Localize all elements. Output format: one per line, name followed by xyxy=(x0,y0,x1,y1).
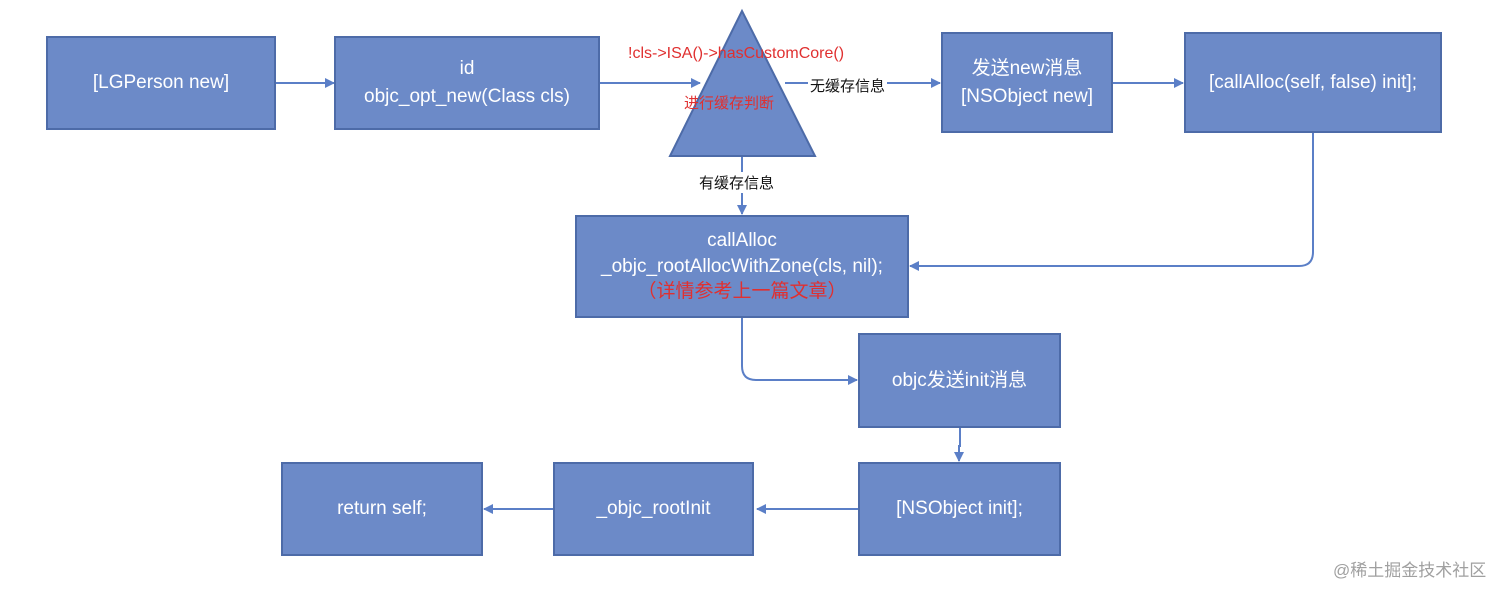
objc-opt-new-return-type: id xyxy=(459,58,475,80)
objc-opt-new-signature: objc_opt_new(Class cls) xyxy=(364,86,570,107)
objc-send-init-box: objc发送init消息 xyxy=(858,333,1061,428)
return-self-text: return self; xyxy=(337,498,427,520)
send-new-message-text: 发送new消息 xyxy=(971,57,1083,79)
return-self-box: return self; xyxy=(281,462,483,556)
objc-send-init-text: objc发送init消息 xyxy=(891,369,1028,391)
decision-condition-label: !cls->ISA()->hasCustomCore() xyxy=(628,45,845,62)
callalloc-init-text: [callAlloc(self, false) init]; xyxy=(1208,71,1417,93)
has-cache-label: 有缓存信息 xyxy=(697,172,777,193)
decision-cache-check-label: 进行缓存判断 xyxy=(684,95,775,112)
callalloc-box: callAlloc _objc_rootAllocWithZone(cls, n… xyxy=(575,215,909,318)
objc-rootinit-text: _objc_rootInit xyxy=(596,498,711,520)
objc-opt-new-box: id objc_opt_new(Class cls) xyxy=(334,36,600,130)
lgperson-new-text: [LGPerson new] xyxy=(92,72,230,94)
nsobject-new-text: [NSObject new] xyxy=(961,85,1093,107)
callalloc-note: （详情参考上一篇文章） xyxy=(637,281,847,303)
decision-triangle xyxy=(668,8,817,157)
callalloc-title: callAlloc xyxy=(707,230,777,252)
nsobject-new-box: 发送new消息 [NSObject new] xyxy=(941,32,1113,133)
callalloc-init-box: [callAlloc(self, false) init]; xyxy=(1184,32,1442,133)
nsobject-init-box: [NSObject init]; xyxy=(858,462,1061,556)
watermark: @稀土掘金技术社区 xyxy=(1333,561,1487,580)
arrow-callalloc-to-objc-send-init xyxy=(741,318,858,385)
arrow-objc-send-init-to-nsobject-init xyxy=(954,428,964,462)
nsobject-init-text: [NSObject init]; xyxy=(896,498,1023,520)
lgperson-new-box: [LGPerson new] xyxy=(46,36,276,130)
arrow-callalloc-init-to-callalloc xyxy=(909,133,1314,271)
objc-rootinit-box: _objc_rootInit xyxy=(553,462,754,556)
callalloc-root-alloc-text: _objc_rootAllocWithZone(cls, nil); xyxy=(601,255,883,277)
no-cache-label: 无缓存信息 xyxy=(808,75,888,96)
